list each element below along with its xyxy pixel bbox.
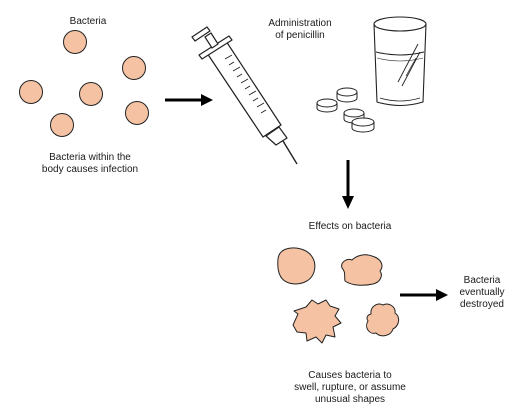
bacterium-cell bbox=[125, 101, 149, 125]
pill-group bbox=[316, 87, 375, 133]
bacterium-cell bbox=[79, 82, 103, 106]
damaged-bacteria-group bbox=[277, 247, 400, 344]
lobed-bacterium bbox=[366, 303, 400, 337]
misshapen-bacterium bbox=[341, 254, 383, 286]
bacterium-cell bbox=[63, 30, 87, 54]
bacteria-group bbox=[19, 30, 149, 137]
effects-label: Effects on bacteria bbox=[308, 221, 392, 232]
ruptured-bacterium bbox=[292, 299, 342, 344]
pill-icon bbox=[316, 98, 338, 113]
destroyed-label: Bacteria eventually destroyed bbox=[459, 275, 505, 310]
arrow-right-icon bbox=[165, 94, 213, 106]
pill-icon bbox=[351, 117, 375, 133]
pill-icon bbox=[336, 87, 358, 103]
bacterium-cell bbox=[50, 113, 74, 137]
administration-label: Administration of penicillin bbox=[268, 18, 332, 41]
bacteria-label: Bacteria bbox=[69, 16, 107, 27]
bacterium-cell bbox=[122, 56, 146, 80]
syringe-icon bbox=[191, 26, 298, 165]
arrow-right-icon bbox=[400, 289, 448, 301]
swollen-bacterium bbox=[277, 247, 316, 285]
infection-caption: Bacteria within the body causes infectio… bbox=[41, 152, 139, 175]
water-glass-icon bbox=[373, 16, 427, 107]
bacterium-cell bbox=[19, 80, 43, 104]
arrow-down-icon bbox=[342, 160, 354, 209]
effects-caption: Causes bacteria to swell, rupture, or as… bbox=[294, 370, 406, 405]
